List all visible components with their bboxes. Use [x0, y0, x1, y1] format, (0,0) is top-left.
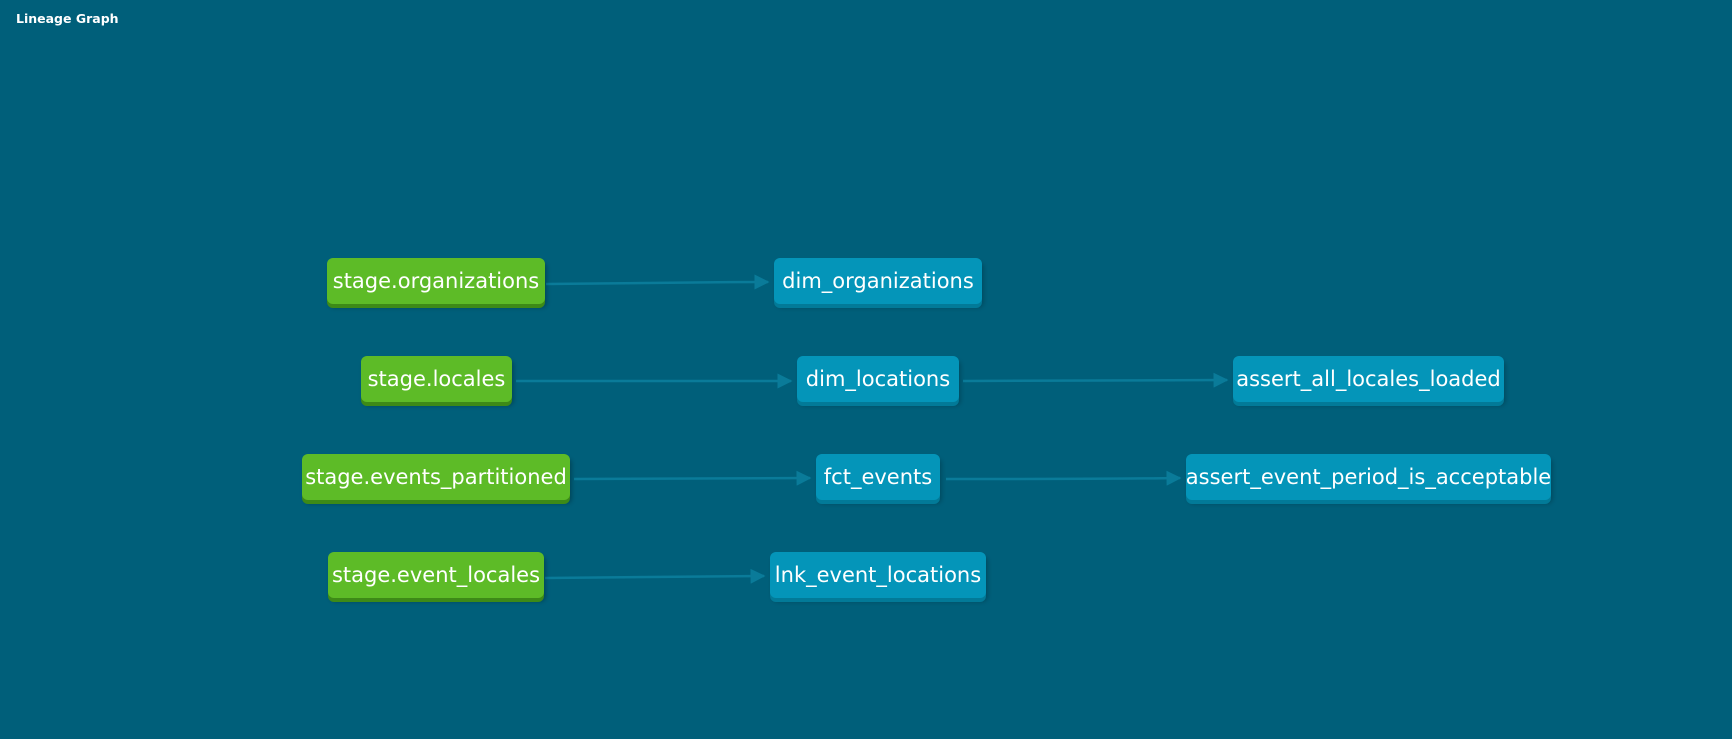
edge-stage-events-partitioned-to-fct-events — [573, 470, 812, 486]
page-title: Lineage Graph — [16, 11, 119, 26]
edge-dim-locations-to-assert-all-locales-loaded — [962, 372, 1229, 388]
node-assert-all-locales-loaded[interactable]: assert_all_locales_loaded — [1233, 356, 1504, 402]
node-dim-locations[interactable]: dim_locations — [797, 356, 959, 402]
node-fct-events[interactable]: fct_events — [816, 454, 940, 500]
node-stage-organizations[interactable]: stage.organizations — [327, 258, 545, 304]
node-stage-locales[interactable]: stage.locales — [361, 356, 512, 402]
edge-fct-events-to-assert-event-period-is-acceptable — [945, 470, 1182, 486]
node-stage-event-locales[interactable]: stage.event_locales — [328, 552, 544, 598]
node-lnk-event-locations[interactable]: lnk_event_locations — [770, 552, 986, 598]
node-assert-event-period-is-acceptable[interactable]: assert_event_period_is_acceptable — [1186, 454, 1551, 500]
edge-stage-event-locales-to-lnk-event-locations — [544, 568, 766, 584]
node-stage-events-partitioned[interactable]: stage.events_partitioned — [302, 454, 570, 500]
edge-stage-organizations-to-dim-organizations — [545, 274, 770, 290]
node-dim-organizations[interactable]: dim_organizations — [774, 258, 982, 304]
